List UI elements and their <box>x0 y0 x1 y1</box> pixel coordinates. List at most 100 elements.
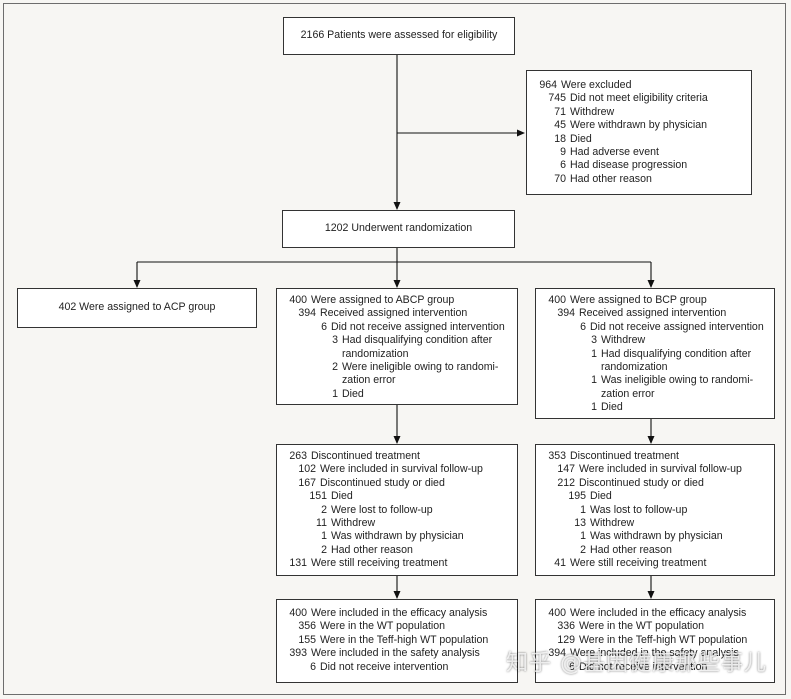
count-value: 13 <box>574 517 586 530</box>
count-label: Had adverse event <box>570 146 659 159</box>
list-item: 129 Were in the Teff-high WT population <box>544 634 766 647</box>
count-label: Died <box>342 387 364 400</box>
count-label: Did not receive assigned intervention <box>331 320 505 333</box>
count-value: 129 <box>557 633 575 646</box>
count-label: Were included in survival follow-up <box>320 463 483 476</box>
count-label: Did not receive intervention <box>579 660 708 673</box>
count-value: 394 <box>548 647 566 660</box>
list-item: 11 Withdrew <box>285 517 509 530</box>
list-item: 1 Was withdrawn by physician <box>544 530 766 543</box>
count-value: 1 <box>580 530 586 543</box>
count-value: 263 <box>289 450 307 462</box>
randomized-box: 1202 Underwent randomization <box>282 210 515 248</box>
list-item: zation error <box>285 374 509 387</box>
count-value: 2 <box>321 503 327 516</box>
count-label: Withdrew <box>331 517 376 530</box>
count-label: Was withdrawn by physician <box>331 530 464 543</box>
count-value: 400 <box>548 607 566 619</box>
count-label: zation error <box>342 374 396 387</box>
count-value: 1 <box>580 503 586 516</box>
count-label: Had other reason <box>570 172 652 185</box>
count-value: 18 <box>554 132 566 145</box>
count-value: 131 <box>289 557 307 570</box>
count-label: Had other reason <box>590 543 672 556</box>
count-label: Were lost to follow-up <box>331 503 433 516</box>
list-item: 2 Were lost to follow-up <box>285 504 509 517</box>
count-label: Died <box>570 132 592 145</box>
count-value: 11 <box>316 517 327 530</box>
count-value: 400 <box>548 294 566 306</box>
count-value: 6 <box>321 320 327 333</box>
list-item: 394 Were included in the safety analysis <box>544 647 766 660</box>
count-value: 212 <box>557 476 575 489</box>
count-label: Were still receiving treatment <box>570 557 707 570</box>
count-label: Died <box>331 490 353 503</box>
count-value: 3 <box>591 334 597 347</box>
count-label: Was lost to follow-up <box>590 503 688 516</box>
count-label: Had other reason <box>331 543 413 556</box>
count-value: 6 <box>560 159 566 172</box>
count-label: Discontinued study or died <box>320 476 445 489</box>
count-value: 394 <box>298 307 316 320</box>
count-label: randomization <box>342 347 409 360</box>
count-label: Were ineligible owing to randomi- <box>342 361 499 374</box>
count-value <box>575 388 597 401</box>
count-label: Were assigned to BCP group <box>570 294 707 306</box>
list-item: 6 Did not receive assigned intervention <box>285 321 509 334</box>
count-value: 964 <box>539 79 557 91</box>
count-value: 6 <box>310 660 316 673</box>
count-value: 745 <box>548 92 566 105</box>
list-item: 1 Was ineligible owing to randomi- <box>544 374 766 387</box>
count-label: Were included in survival follow-up <box>579 463 742 476</box>
count-label: Did not receive assigned intervention <box>590 320 764 333</box>
count-value: 1 <box>591 401 597 414</box>
count-value: 400 <box>289 607 307 619</box>
count-value: 394 <box>557 307 575 320</box>
count-label: Were included in the efficacy analysis <box>311 607 488 619</box>
count-label: Were assigned to ABCP group <box>311 294 455 306</box>
count-label: Were excluded <box>561 79 632 91</box>
count-label: Withdrew <box>601 334 646 347</box>
count-label: Were in the Teff-high WT population <box>579 633 748 646</box>
list-item: 964 Were excluded <box>535 79 743 92</box>
list-item: 400 Were assigned to BCP group <box>544 294 766 307</box>
count-label: Discontinued study or died <box>579 476 704 489</box>
list-item: zation error <box>544 388 766 401</box>
count-label: Was ineligible owing to randomi- <box>601 374 754 387</box>
count-label: Were in the Teff-high WT population <box>320 633 489 646</box>
count-value: 3 <box>332 334 338 347</box>
count-label: Were included in the safety analysis <box>570 647 739 660</box>
count-value: 195 <box>568 490 586 503</box>
count-label: Had disqualifying condition after <box>342 334 493 347</box>
count-value: 2 <box>332 361 338 374</box>
list-item: randomization <box>544 361 766 374</box>
list-item: 18 Died <box>535 133 743 146</box>
count-label: Were included in the efficacy analysis <box>570 607 747 619</box>
count-label: Was withdrawn by physician <box>590 530 723 543</box>
count-value: 393 <box>289 647 307 660</box>
count-value: 1 <box>591 374 597 387</box>
